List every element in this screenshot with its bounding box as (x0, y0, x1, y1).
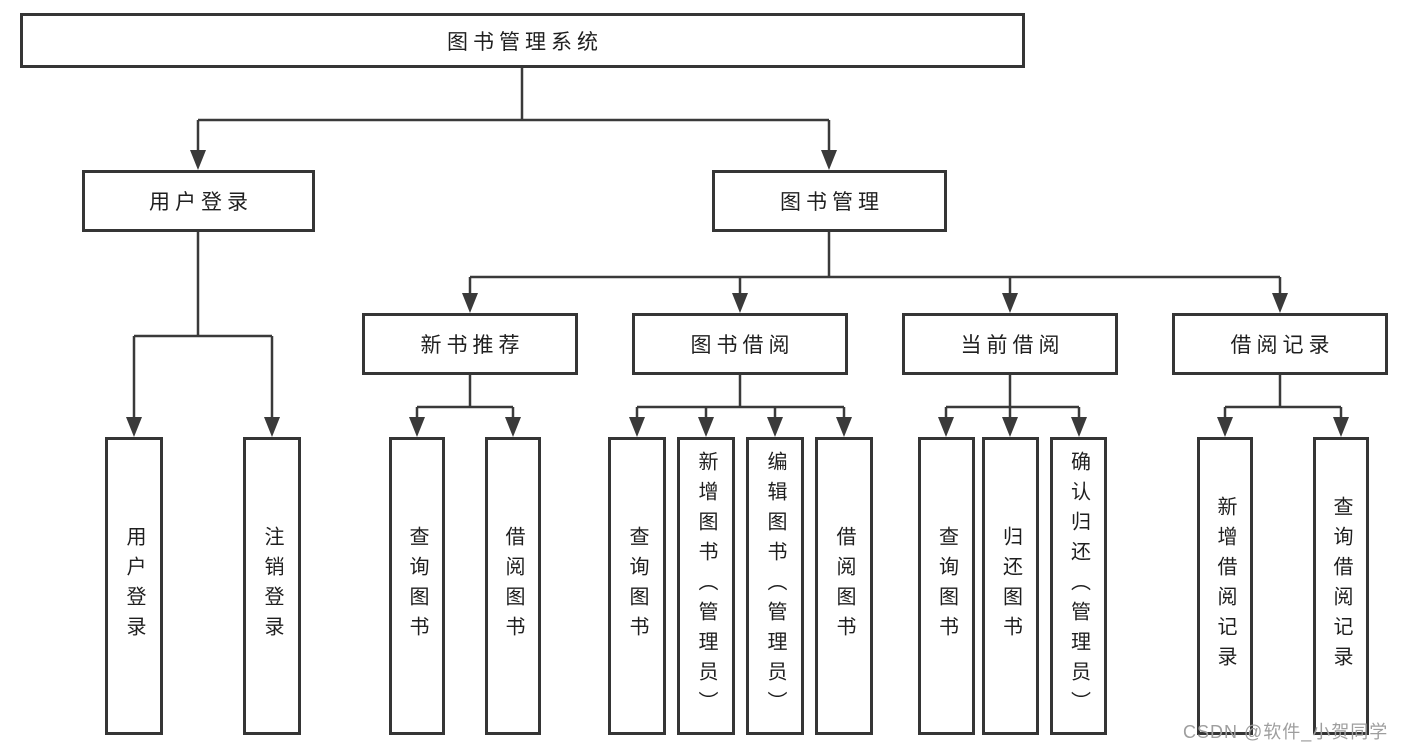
leaf-query-borrow-record-label: 查询借阅记录 (1330, 496, 1352, 676)
leaf-logout: 注销登录 (243, 437, 301, 735)
node-borrow-record: 借阅记录 (1172, 313, 1388, 375)
leaf-query-book-current-label: 查询图书 (935, 526, 958, 646)
leaf-borrow-book-recommend: 借阅图书 (485, 437, 541, 735)
leaf-confirm-return-admin-label: 确认归还（管理员） (1067, 451, 1090, 721)
node-new-book-recommend-label: 新书推荐 (420, 334, 525, 357)
leaf-add-borrow-record: 新增借阅记录 (1197, 437, 1253, 735)
node-root: 图书管理系统 (20, 13, 1025, 68)
node-current-borrow: 当前借阅 (902, 313, 1118, 375)
node-book-management: 图书管理 (712, 170, 947, 232)
arrowheads (126, 150, 1349, 437)
node-book-borrow: 图书借阅 (632, 313, 848, 375)
node-root-label: 图书管理系统 (447, 30, 603, 54)
node-book-management-label: 图书管理 (780, 191, 884, 214)
leaf-query-book-current: 查询图书 (918, 437, 975, 735)
leaf-add-borrow-record-label: 新增借阅记录 (1214, 496, 1236, 676)
leaf-query-borrow-record: 查询借阅记录 (1313, 437, 1369, 735)
node-current-borrow-label: 当前借阅 (960, 334, 1065, 357)
leaf-user-login: 用户登录 (105, 437, 163, 735)
node-user-login-label: 用户登录 (149, 191, 253, 214)
leaf-return-book: 归还图书 (982, 437, 1039, 735)
csdn-watermark: CSDN @软件_小贺同学 (1183, 722, 1389, 742)
leaf-borrow-book: 借阅图书 (815, 437, 873, 735)
node-borrow-record-label: 借阅记录 (1230, 334, 1335, 357)
leaf-borrow-book-recommend-label: 借阅图书 (502, 526, 524, 646)
node-book-borrow-label: 图书借阅 (690, 334, 795, 357)
leaf-confirm-return-admin: 确认归还（管理员） (1050, 437, 1107, 735)
leaf-logout-label: 注销登录 (261, 526, 283, 646)
leaf-borrow-book-label: 借阅图书 (833, 526, 855, 646)
leaf-add-book-admin-label: 新增图书（管理员） (695, 451, 717, 721)
leaf-query-book-recommend-label: 查询图书 (406, 526, 428, 646)
leaf-edit-book-admin-label: 编辑图书（管理员） (764, 451, 786, 721)
leaf-return-book-label: 归还图书 (999, 526, 1022, 646)
leaf-query-book-borrow-label: 查询图书 (626, 526, 648, 646)
node-user-login: 用户登录 (82, 170, 315, 232)
leaf-edit-book-admin: 编辑图书（管理员） (746, 437, 804, 735)
leaf-user-login-label: 用户登录 (123, 526, 145, 646)
leaf-add-book-admin: 新增图书（管理员） (677, 437, 735, 735)
leaf-query-book-borrow: 查询图书 (608, 437, 666, 735)
node-new-book-recommend: 新书推荐 (362, 313, 578, 375)
leaf-query-book-recommend: 查询图书 (389, 437, 445, 735)
